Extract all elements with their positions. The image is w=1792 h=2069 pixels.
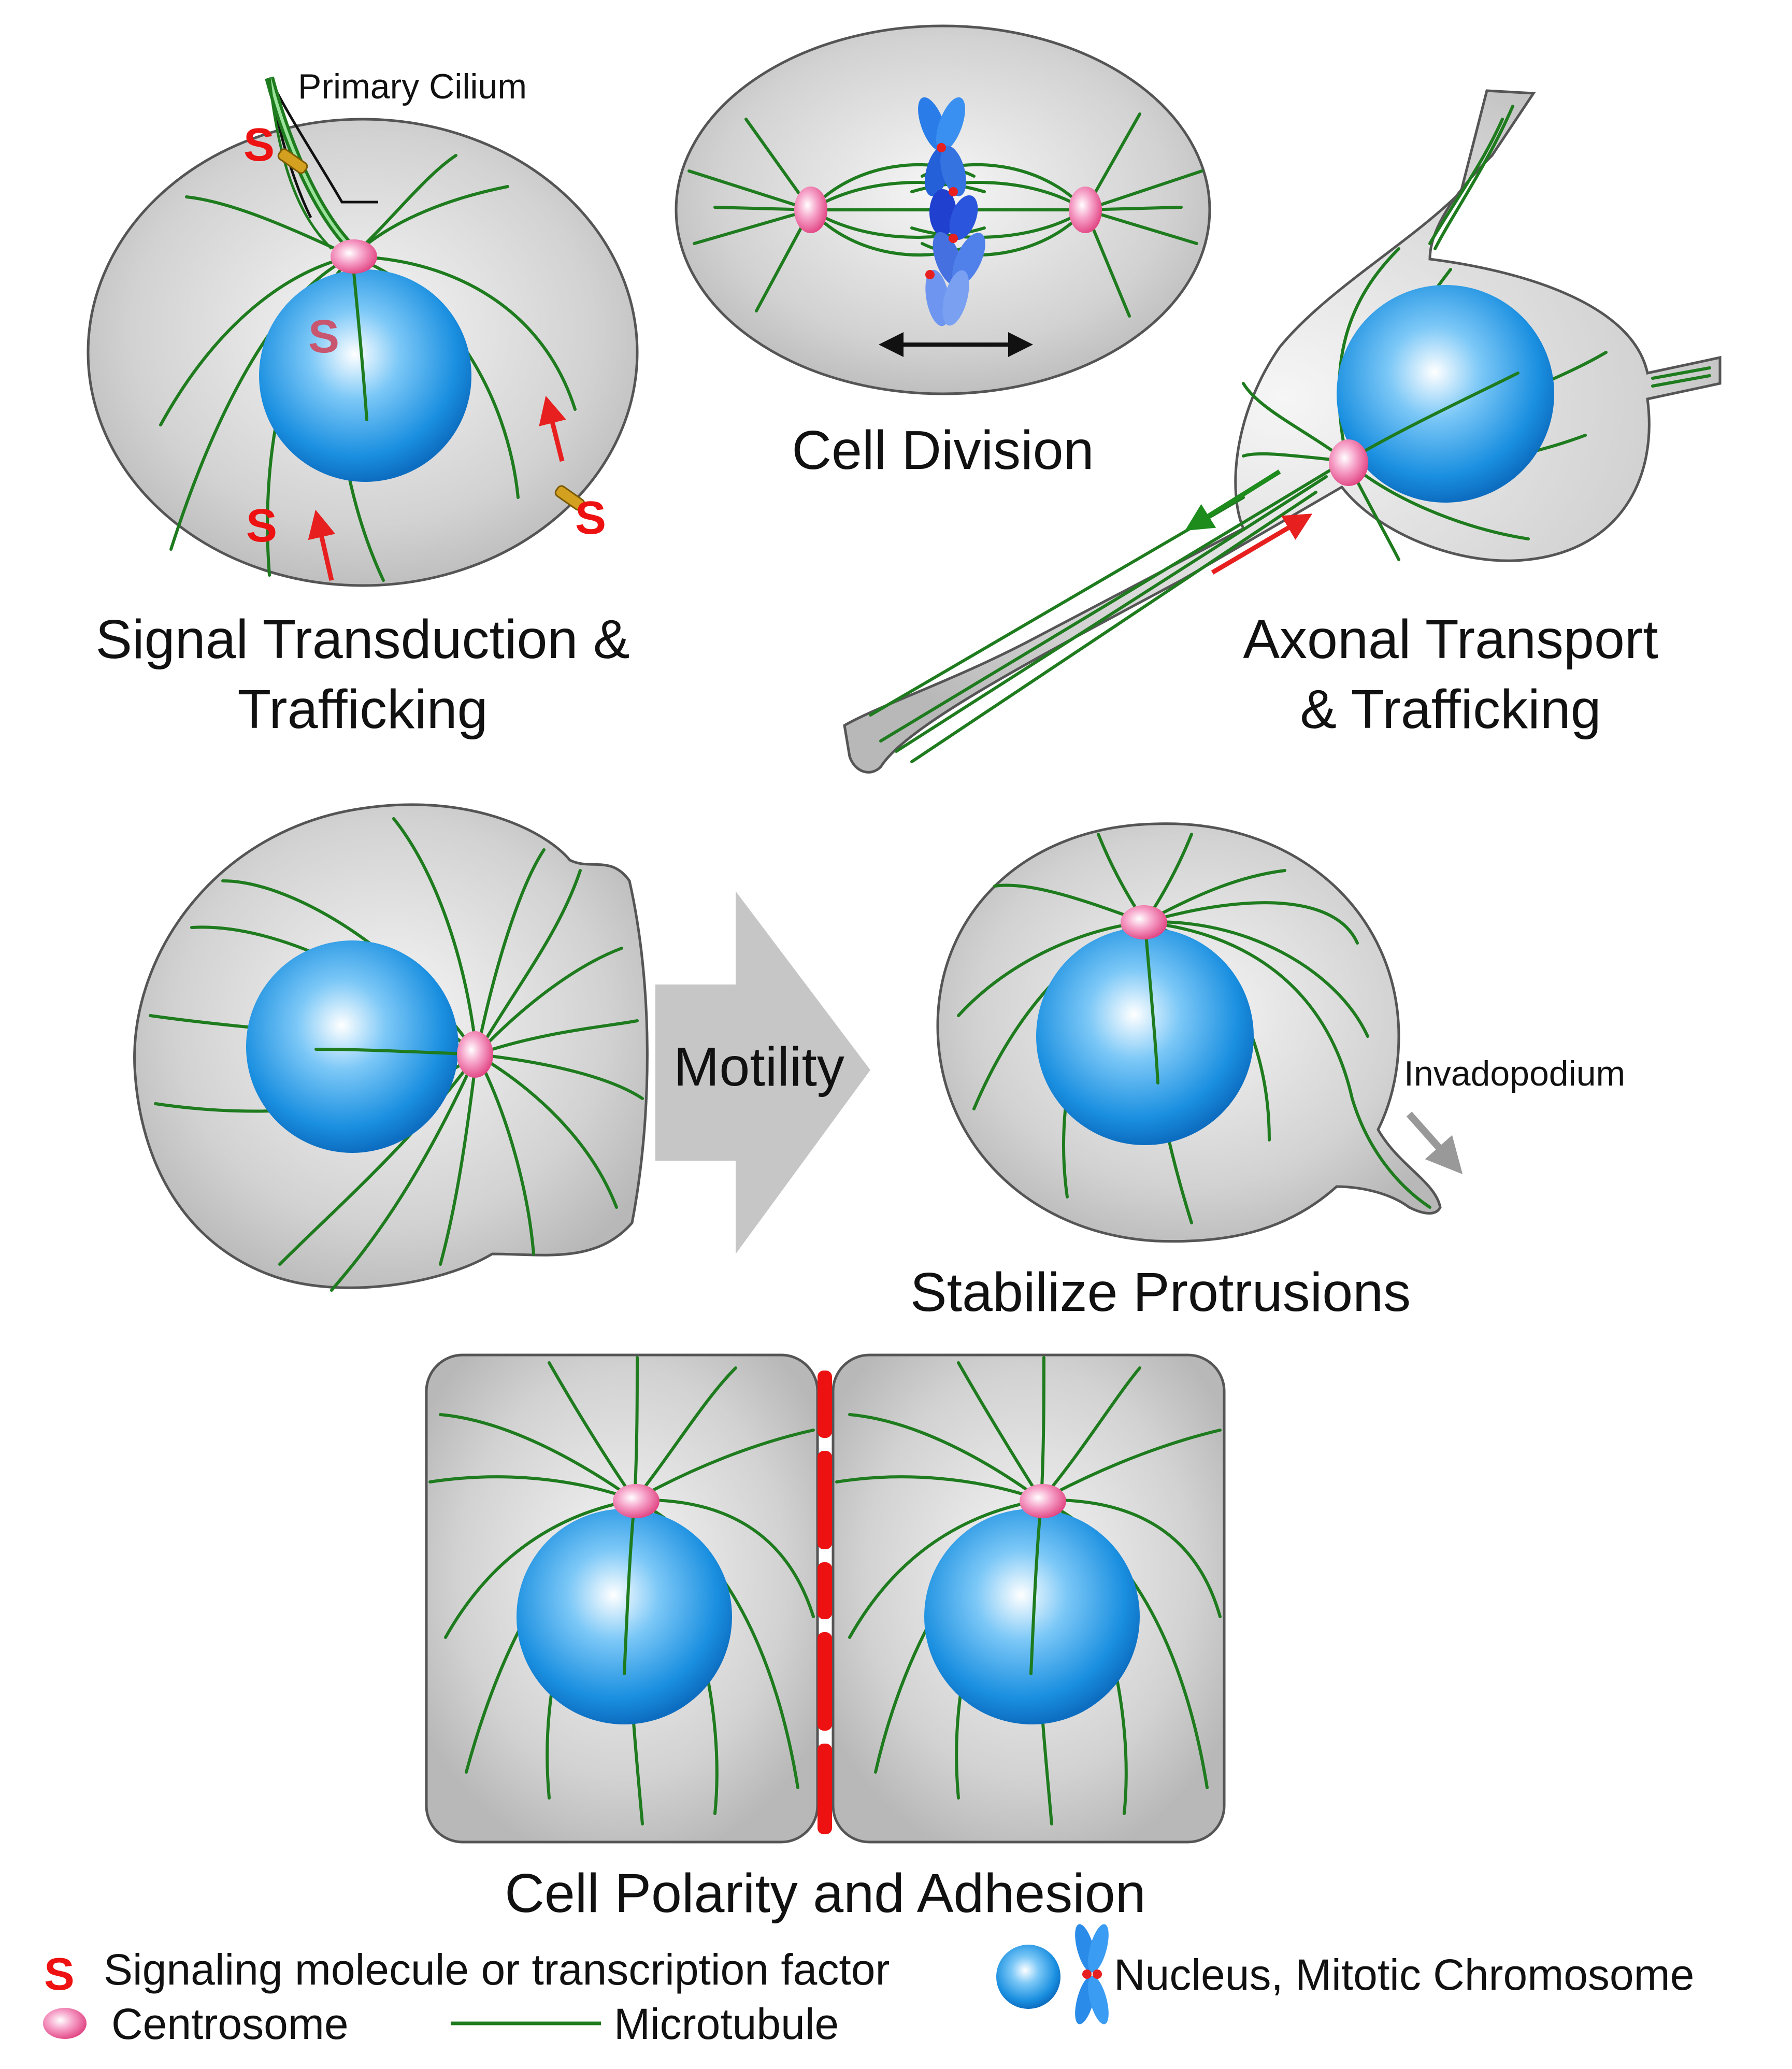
polarity-centrosome-right — [1020, 1484, 1066, 1518]
neuron-nucleus — [1337, 285, 1554, 503]
primary-cilium — [265, 76, 378, 252]
signal-s-membrane: S — [575, 492, 606, 544]
legend-centrosome-label: Centrosome — [111, 2000, 349, 2048]
cell-division-panel: Cell Division — [675, 24, 1211, 481]
polarity-centrosome-left — [613, 1484, 660, 1518]
primary-cilium-label: Primary Cilium — [298, 67, 527, 106]
neuron-centrosome — [1329, 439, 1368, 486]
signal-title-line2: Trafficking — [237, 679, 488, 740]
motile-cell-panel — [133, 803, 649, 1292]
legend-centrosome-symbol — [43, 2008, 87, 2039]
legend: S Signaling molecule or transcription fa… — [43, 1924, 1694, 2048]
protrusion-centrosome — [1121, 905, 1167, 939]
signal-arrow-up-left — [308, 509, 336, 581]
mitotic-chromosomes — [918, 97, 985, 326]
protrusion-panel: Invadopodium Stabilize Protrusions — [910, 822, 1625, 1323]
polarity-nucleus-right — [924, 1509, 1140, 1724]
stabilize-label: Stabilize Protrusions — [910, 1262, 1411, 1323]
signal-arrow-up-right — [539, 395, 566, 462]
signal-title-line1: Signal Transduction & — [95, 609, 629, 670]
motility-arrow: Motility — [655, 891, 870, 1254]
signal-nucleus — [259, 269, 471, 482]
signal-s-nucleus: S — [308, 311, 339, 363]
invadopodium-arrow — [1406, 1111, 1463, 1175]
signal-s-cilium: S — [243, 119, 275, 171]
polarity-label: Cell Polarity and Adhesion — [505, 1863, 1145, 1924]
motile-centrosome — [457, 1031, 493, 1078]
legend-chromosome-icon — [1075, 1924, 1109, 2024]
motile-nucleus — [246, 940, 458, 1153]
cell-division-label: Cell Division — [792, 420, 1094, 481]
adhesion-junctions — [818, 1371, 832, 1834]
legend-nucleus-label: Nucleus, Mitotic Chromosome — [1114, 1950, 1694, 1999]
legend-microtubule-label: Microtubule — [614, 2000, 839, 2048]
signal-centrosome — [331, 239, 377, 274]
motility-label: Motility — [673, 1036, 844, 1097]
legend-nucleus-symbol — [996, 1945, 1060, 2009]
invadopodium-label: Invadopodium — [1404, 1054, 1625, 1093]
receptor-membrane — [554, 485, 585, 511]
axonal-transport-panel: Axonal Transport & Trafficking — [843, 89, 1722, 774]
division-centrosome-right — [1069, 187, 1102, 233]
protrusion-nucleus — [1036, 928, 1254, 1145]
polarity-panel: Cell Polarity and Adhesion — [425, 1353, 1226, 1924]
receptor-cilium — [277, 148, 308, 174]
axonal-title-line2: & Trafficking — [1300, 679, 1601, 740]
axonal-title-line1: Axonal Transport — [1243, 609, 1658, 670]
axon-arrow-retrograde — [1185, 469, 1281, 531]
legend-s-symbol: S — [44, 1948, 75, 2000]
axon-arrow-anterograde — [1211, 513, 1313, 575]
signal-transduction-panel: S S S S Primary Cilium Signal Transducti… — [87, 67, 639, 740]
polarity-nucleus-left — [517, 1509, 732, 1724]
signal-s-cytoplasm: S — [246, 500, 277, 552]
division-centrosome-left — [794, 187, 827, 233]
legend-signaling-label: Signaling molecule or transcription fact… — [104, 1945, 890, 1994]
